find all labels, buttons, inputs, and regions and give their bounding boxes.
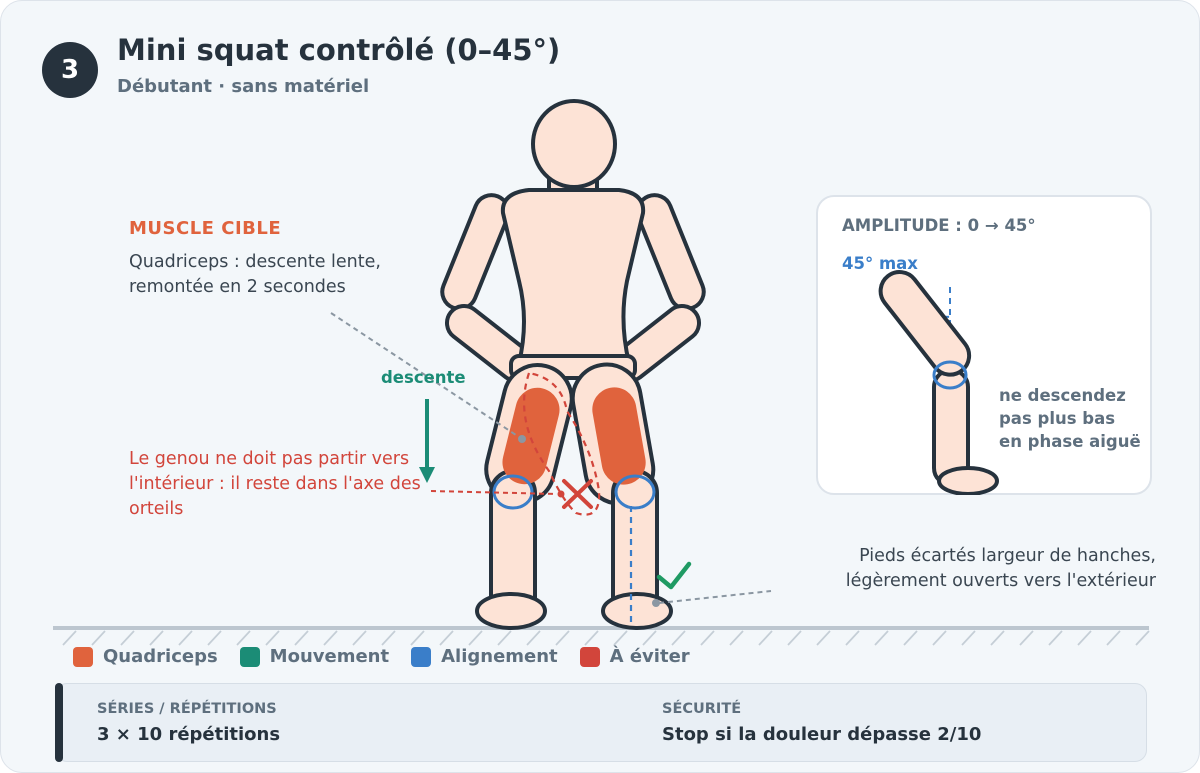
floor-hatch <box>352 630 367 646</box>
left-foot <box>475 592 547 630</box>
legend-label: Alignement <box>441 646 558 667</box>
floor-hatch <box>932 630 947 646</box>
amplitude-thigh <box>878 270 972 377</box>
floor-hatch <box>700 630 715 646</box>
floor-hatch <box>961 630 976 646</box>
floor-hatch <box>816 630 831 646</box>
floor-hatch <box>903 630 918 646</box>
muscle-target-title: MUSCLE CIBLE <box>129 218 282 239</box>
floor-hatch <box>584 630 599 646</box>
floor-hatch <box>1048 630 1063 646</box>
floor-hatch <box>381 630 396 646</box>
safety-label: SÉCURITÉ <box>662 701 742 717</box>
info-box <box>55 683 1147 762</box>
right-foot <box>601 592 673 630</box>
floor-hatch <box>294 630 309 646</box>
right-quadriceps <box>592 387 646 485</box>
floor-hatch <box>149 630 164 646</box>
floor-hatch <box>845 630 860 646</box>
torso <box>500 188 646 365</box>
sets-value: 3 × 10 répétitions <box>97 724 281 745</box>
floor-hatch <box>787 630 802 646</box>
legend-item-alignement: Alignement <box>411 646 558 667</box>
floor-hatch <box>120 630 135 646</box>
knee-warning-text: Le genou ne doit pas partir vers l'intér… <box>129 449 421 519</box>
feet-pointer <box>658 590 772 604</box>
amplitude-max-label: 45° max <box>842 254 918 273</box>
floor-hatch <box>468 630 483 646</box>
floor-hatch <box>497 630 512 646</box>
mannequin-figure <box>440 99 706 630</box>
amplitude-panel: AMPLITUDE : 0 → 45° 45° max ne descendez… <box>816 195 1152 495</box>
step-number-badge: 3 <box>42 42 98 98</box>
floor-hatch <box>1019 630 1034 646</box>
quadriceps-highlight <box>502 387 646 485</box>
head <box>531 99 617 189</box>
descent-label: descente <box>381 368 466 387</box>
floor <box>53 626 1150 646</box>
safety-value: Stop si la douleur dépasse 2/10 <box>662 724 982 745</box>
avoid-cross-icon <box>562 479 593 509</box>
check-icon <box>656 561 692 590</box>
amplitude-title: AMPLITUDE : 0 → 45° <box>842 216 1036 235</box>
legend-swatch <box>239 646 260 667</box>
legend-item-quadriceps: Quadriceps <box>73 646 218 667</box>
floor-hatch <box>526 630 541 646</box>
legend: Quadriceps Mouvement Alignement À éviter <box>73 646 712 667</box>
floor-hatch <box>236 630 251 646</box>
floor-hatch <box>207 630 222 646</box>
floor-hatch <box>613 630 628 646</box>
floor-hatch <box>265 630 280 646</box>
floor-hatch <box>642 630 657 646</box>
muscle-pointer <box>330 312 520 438</box>
descent-arrow-icon <box>419 399 435 483</box>
legend-label: Mouvement <box>269 646 390 667</box>
page-title: Mini squat contrôlé (0–45°) <box>117 33 561 67</box>
legend-label: À éviter <box>609 646 690 667</box>
floor-hatch <box>1106 630 1121 646</box>
legend-label: Quadriceps <box>103 646 218 667</box>
floor-hatch <box>671 630 686 646</box>
page-subtitle: Débutant · sans matériel <box>117 76 370 97</box>
legend-swatch <box>73 646 93 667</box>
muscle-target-description: Quadriceps : descente lente, remontée en… <box>129 252 381 297</box>
floor-hatch <box>990 630 1005 646</box>
floor-hatch <box>410 630 425 646</box>
floor-hatch <box>1135 630 1150 646</box>
floor-hatch <box>729 630 744 646</box>
floor-hatch <box>874 630 889 646</box>
floor-hatch <box>323 630 338 646</box>
amplitude-note: ne descendez pas plus bas en phase aiguë <box>999 384 1141 453</box>
legend-item-a-eviter: À éviter <box>579 646 690 667</box>
feet-position-text: Pieds écartés largeur de hanches, légère… <box>845 546 1156 591</box>
amplitude-foot <box>937 466 999 495</box>
amplitude-knee-marker <box>932 360 968 390</box>
amplitude-note-line: en phase aiguë <box>999 432 1141 451</box>
legend-item-mouvement: Mouvement <box>239 646 390 667</box>
floor-hatch <box>178 630 193 646</box>
amplitude-note-line: ne descendez <box>999 386 1126 405</box>
floor-hatch <box>439 630 454 646</box>
amplitude-leg-diagram <box>878 270 999 495</box>
floor-hatch <box>758 630 773 646</box>
sets-label: SÉRIES / RÉPÉTITIONS <box>97 701 277 717</box>
floor-hatch <box>555 630 570 646</box>
legend-swatch <box>411 646 432 667</box>
legend-swatch <box>579 646 600 667</box>
warning-pointer <box>430 490 558 495</box>
info-accent-bar <box>55 683 63 762</box>
floor-hatch <box>62 630 77 646</box>
amplitude-note-line: pas plus bas <box>999 409 1116 428</box>
floor-hatch <box>1077 630 1092 646</box>
floor-hatch <box>91 630 106 646</box>
left-quadriceps <box>502 387 560 485</box>
